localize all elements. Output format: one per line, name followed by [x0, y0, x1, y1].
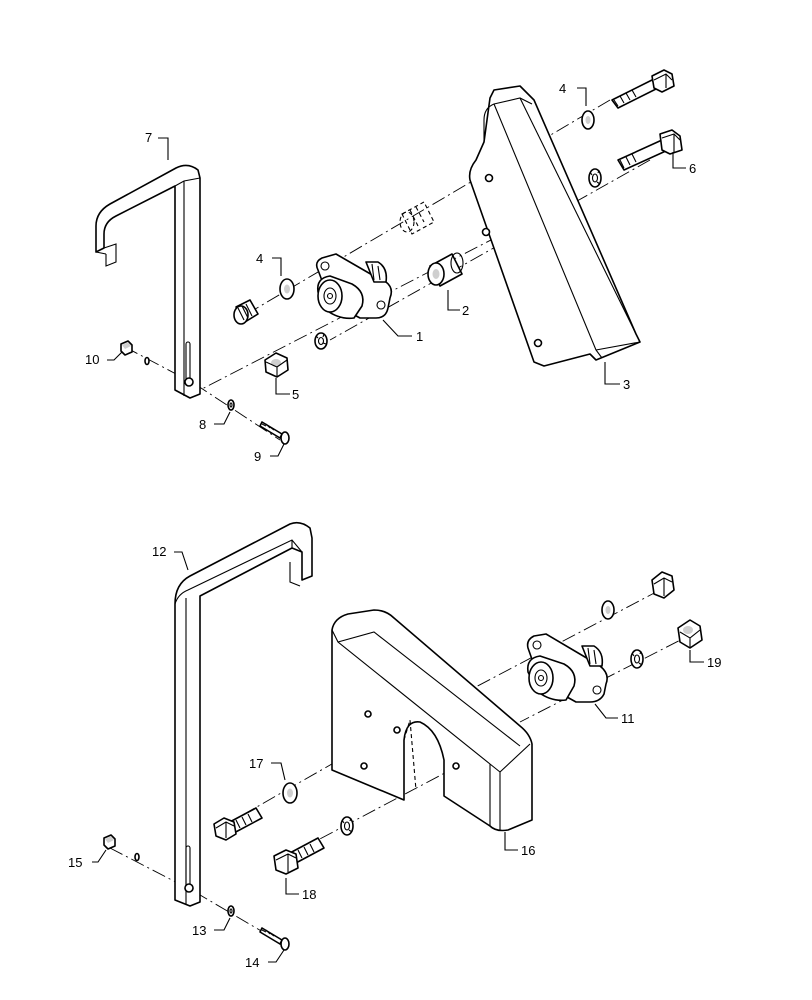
nut-lower-right-top [651, 571, 675, 599]
spacer-hidden [399, 201, 435, 235]
part-10-nut [120, 340, 150, 366]
callout-15: 15 [68, 855, 82, 870]
callout-2: 2 [462, 303, 469, 318]
part-6-bolt [617, 129, 683, 171]
part-11-flange-bearing [526, 633, 608, 703]
callout-18: 18 [302, 887, 316, 902]
part-19-nut [677, 619, 703, 649]
callouts: 1 2 3 4 4 5 6 7 8 9 10 11 12 13 14 15 16 [68, 81, 721, 970]
part-16-mounting-block [331, 609, 533, 832]
callout-17: 17 [249, 756, 263, 771]
part-2-sleeve [427, 252, 464, 287]
part-12-long-hook-bracket [174, 521, 313, 907]
part-4-washer-left [279, 278, 295, 300]
callout-4-left: 4 [256, 251, 263, 266]
part-8-washer [227, 399, 235, 411]
callout-1: 1 [416, 329, 423, 344]
part-18-bolt [273, 837, 325, 875]
callout-16: 16 [521, 843, 535, 858]
part-17-washer [282, 782, 298, 804]
callout-6: 6 [689, 161, 696, 176]
lock-washer-lower-right [630, 649, 644, 669]
lock-washer-upper-center [314, 332, 328, 350]
bolt-lower-left [213, 807, 263, 841]
callout-3: 3 [623, 377, 630, 392]
washer-lower-right-top [601, 600, 615, 620]
part-15-nut [103, 834, 140, 862]
lock-washer-upper-right [588, 168, 602, 188]
part-7-hook-bracket [95, 164, 201, 399]
part-3-mounting-bracket [468, 85, 641, 367]
callout-7: 7 [145, 130, 152, 145]
callout-11: 11 [621, 711, 635, 726]
part-9-pin [259, 421, 290, 445]
callout-9: 9 [254, 449, 261, 464]
part-14-pin [259, 927, 290, 951]
callout-4-top: 4 [559, 81, 566, 96]
part-1-flange-bearing [315, 253, 393, 320]
bolt-top [611, 69, 675, 109]
callout-10: 10 [85, 352, 99, 367]
callout-14: 14 [245, 955, 259, 970]
callout-8: 8 [199, 417, 206, 432]
callout-5: 5 [292, 387, 299, 402]
part-13-washer [227, 905, 235, 917]
lock-washer-lower-center [340, 816, 354, 836]
callout-19: 19 [707, 655, 721, 670]
part-4-washer-top [581, 110, 595, 130]
part-5-nut [264, 352, 289, 378]
callout-13: 13 [192, 923, 206, 938]
spacer-left [233, 299, 259, 325]
callout-12: 12 [152, 544, 166, 559]
